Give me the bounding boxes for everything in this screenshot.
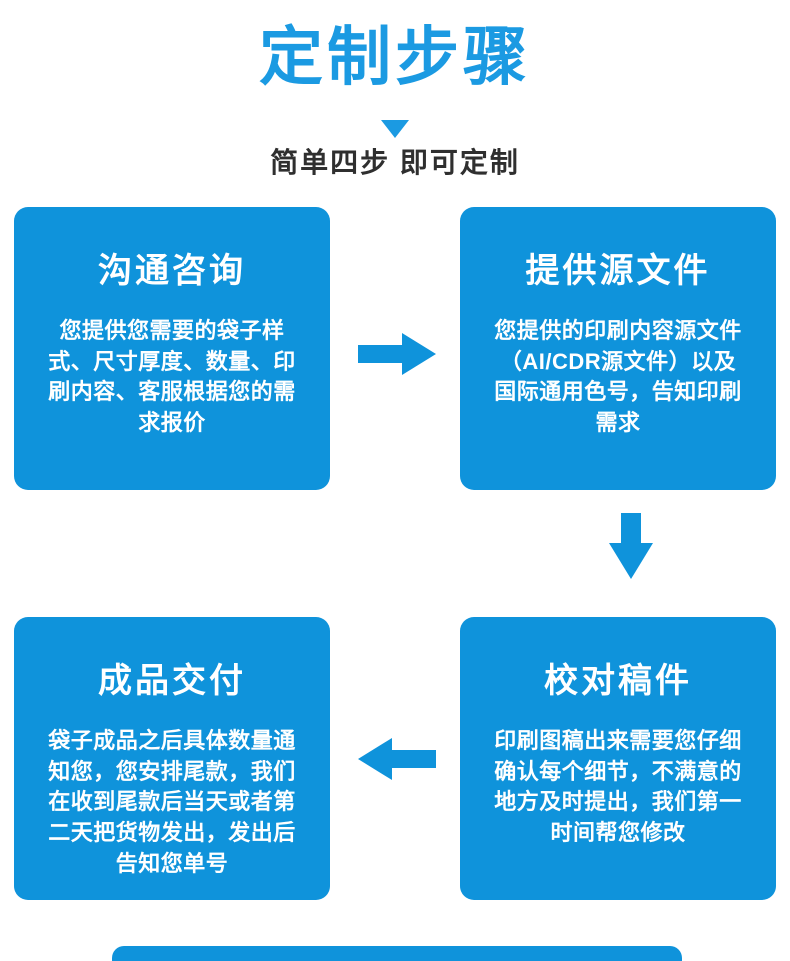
step-card-proofread: 校对稿件 印刷图稿出来需要您仔细确认每个细节，不满意的地方及时提出，我们第一时间…	[460, 617, 776, 900]
step-card-communication: 沟通咨询 您提供您需要的袋子样式、尺寸厚度、数量、印刷内容、客服根据您的需求报价	[14, 207, 330, 490]
page-title: 定制步骤	[259, 21, 531, 93]
next-section-strip	[112, 946, 682, 961]
step-card-delivery: 成品交付 袋子成品之后具体数量通知您，您安排尾款，我们在收到尾款后当天或者第二天…	[14, 617, 330, 900]
down-triangle-icon	[381, 120, 409, 138]
step-description: 您提供的印刷内容源文件（AI/CDR源文件）以及国际通用色号，告知印刷需求	[494, 317, 742, 436]
step-description: 袋子成品之后具体数量通知您，您安排尾款，我们在收到尾款后当天或者第二天把货物发出…	[48, 727, 296, 876]
arrow-right-icon	[358, 331, 436, 377]
step-card-source-files: 提供源文件 您提供的印刷内容源文件（AI/CDR源文件）以及国际通用色号，告知印…	[460, 207, 776, 490]
step-description: 您提供您需要的袋子样式、尺寸厚度、数量、印刷内容、客服根据您的需求报价	[48, 317, 296, 436]
page-subtitle: 简单四步 即可定制	[270, 147, 520, 178]
arrow-left-icon	[358, 736, 436, 782]
step-title: 成品交付	[98, 662, 246, 700]
arrow-down-icon	[607, 513, 655, 581]
step-title: 校对稿件	[544, 662, 692, 700]
step-description: 印刷图稿出来需要您仔细确认每个细节，不满意的地方及时提出，我们第一时间帮您修改	[494, 727, 742, 846]
step-title: 提供源文件	[525, 252, 711, 290]
step-title: 沟通咨询	[98, 252, 246, 290]
